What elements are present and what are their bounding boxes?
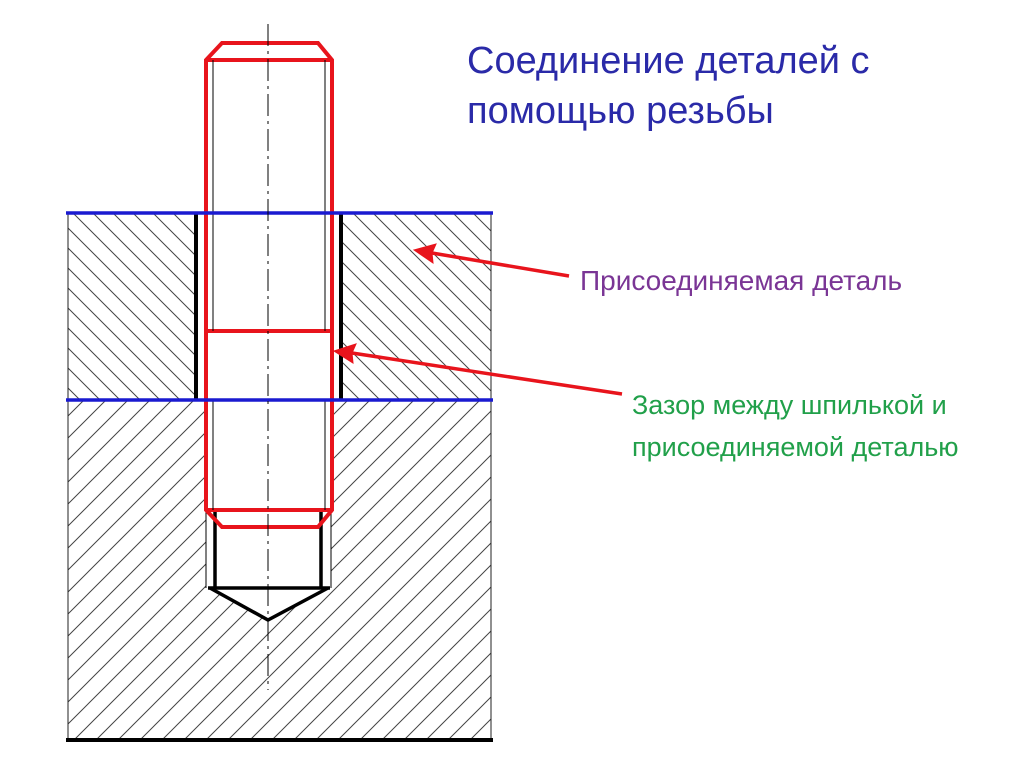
part-outlines (67, 213, 492, 740)
arrow-to-gap (351, 351, 623, 396)
arrow-to-attached-part (431, 251, 570, 278)
gap-label: Зазор между шпилькой и присоединяемой де… (632, 390, 959, 462)
stud-outline (204, 41, 334, 529)
diagram-title: Соединение деталей с помощью резьбы (467, 40, 870, 132)
leader-arrows (332, 243, 623, 396)
arrowhead-attached-part (412, 243, 437, 265)
base-part-hatch-right (331, 400, 491, 740)
stud-thread-lines (212, 60, 326, 510)
attached-part-section (68, 213, 491, 400)
attached-part-hatch-left (68, 213, 194, 400)
joint-lines (66, 211, 493, 402)
arrowhead-gap (332, 343, 357, 364)
stud (204, 41, 334, 529)
clearance-hole-walls (194, 213, 343, 400)
attached-part-label: Присоединяемая деталь (580, 265, 903, 296)
base-part-section (68, 400, 491, 740)
base-part-hatch-left (68, 400, 206, 740)
